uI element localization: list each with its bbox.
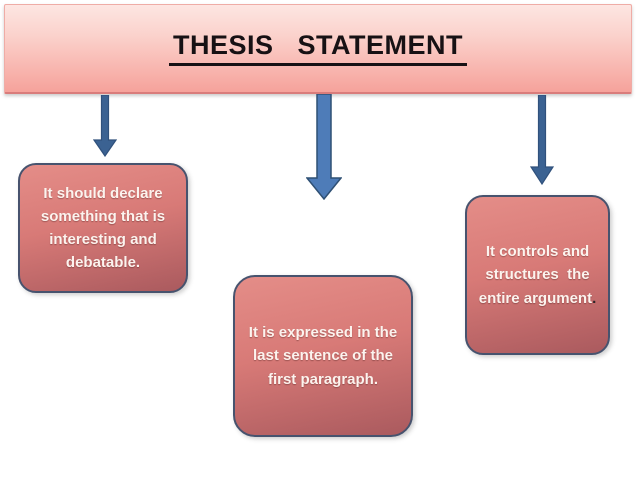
box-line: interesting and [49,231,157,248]
box-line: It controls and [485,243,590,261]
box-line: something that is [40,207,166,225]
dark-period: . [592,289,597,307]
box-line-text: entire argument [478,289,593,307]
down-arrow-left-icon [93,95,117,157]
box-expressed-text: It is expressed in the last sentence of … [241,321,405,391]
box-line: structures the [485,266,590,284]
box-line: debatable. [65,254,141,272]
box-declare-text: It should declare something that is inte… [33,182,173,275]
box-line: It should declare [43,184,163,202]
box-controls: It controls and structures the entire ar… [465,195,610,355]
box-line: first paragraph. [267,370,378,388]
down-arrow-right-icon [530,95,554,185]
title-banner: THESIS STATEMENT [4,4,632,94]
page-title: THESIS STATEMENT [168,30,467,67]
box-expressed: It is expressed in the last sentence of … [233,275,413,437]
box-declare: It should declare something that is inte… [18,163,188,293]
box-line: last sentence of the [252,347,394,365]
box-controls-text: It controls and structures the entire ar… [471,240,605,310]
box-line: entire argument. [479,287,597,310]
box-line: It is expressed in the [248,324,398,342]
down-arrow-middle-icon [306,94,342,200]
